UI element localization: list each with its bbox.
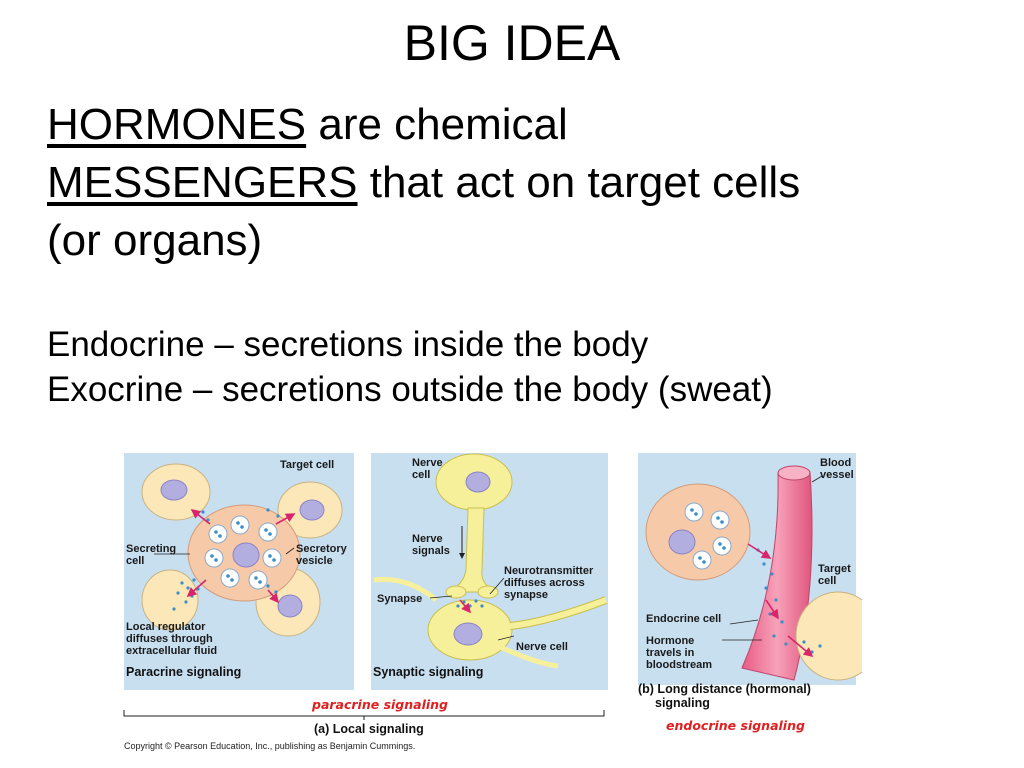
secreting-cell-label-2: cell	[126, 555, 144, 567]
synaptic-caption: Synaptic signaling	[373, 665, 483, 679]
copyright-notice: Copyright © Pearson Education, Inc., pub…	[124, 741, 415, 751]
nucleus-icon	[668, 529, 696, 555]
hormone-travel-arrows	[747, 543, 814, 658]
statement-line-1: HORMONES are chemical	[47, 96, 800, 154]
long-distance-caption-2: signaling	[655, 696, 710, 710]
local-signaling-caption: (a) Local signaling	[314, 722, 424, 736]
local-regulator-label-1: Local regulator	[126, 621, 206, 633]
statement-line-2: MESSENGERS that act on target cells	[47, 154, 800, 212]
target-cell-label-2: cell	[818, 575, 836, 587]
blood-vessel-opening	[777, 465, 811, 481]
hormone-label-1: Hormone	[646, 635, 694, 647]
statement-line-1-rest: are chemical	[306, 100, 568, 149]
nerve-signals-label-2: signals	[412, 545, 450, 557]
nucleus-icon	[277, 594, 303, 618]
leader-lines	[722, 475, 823, 641]
hormone-label-3: bloodstream	[646, 659, 712, 671]
diffusion-arrow	[459, 599, 472, 614]
target-cell-lower-left	[141, 569, 199, 631]
hormone-molecules	[690, 508, 822, 654]
local-regulator-label-3: extracellular fluid	[126, 645, 217, 657]
statement-line-2-rest: that act on target cells	[357, 158, 801, 207]
nerve-cell-bottom-label: Nerve cell	[516, 641, 568, 653]
leader-lines	[154, 547, 295, 555]
nucleus-icon	[453, 622, 483, 646]
cell-signaling-figure: Target cell Secreting cell Secretory ves…	[118, 450, 862, 760]
slide-title: BIG IDEA	[403, 15, 621, 71]
neurotransmitter-label-2: diffuses across	[504, 577, 585, 589]
nucleus-icon	[299, 499, 325, 521]
secretory-vesicle-icon	[262, 548, 282, 568]
local-regulator-label-2: diffuses through	[126, 633, 213, 645]
neurotransmitter-label-1: Neurotransmitter	[504, 565, 594, 577]
statement-line-3: (or organs)	[47, 216, 263, 265]
secretory-vesicle-label-2: vesicle	[296, 555, 333, 567]
secretory-vesicle-icon	[712, 536, 732, 556]
nucleus-icon	[232, 542, 260, 568]
secretory-vesicle-icon	[208, 524, 228, 544]
target-cell	[795, 591, 862, 681]
secreting-cell-label-1: Secreting	[126, 543, 176, 555]
axon-terminal	[477, 585, 499, 599]
endocrine-panel: Blood vessel Target cell Endocrine cell …	[638, 453, 862, 685]
definitions: Endocrine – secretions inside the body E…	[47, 322, 773, 412]
secretory-vesicle-icon	[710, 510, 730, 530]
synapse-label: Synapse	[377, 593, 422, 605]
exocrine-definition: Exocrine – secretions outside the body (…	[47, 370, 773, 409]
secretory-vesicle-icon	[220, 568, 240, 588]
secretory-vesicle-label-1: Secretory	[296, 543, 348, 555]
synaptic-panel: Nerve cell Nerve signals Neurotransmitte…	[371, 453, 608, 690]
dendrite	[373, 576, 438, 602]
leader-lines	[429, 577, 515, 641]
secretory-vesicle-icon	[248, 570, 268, 590]
target-cell-label: Target cell	[280, 459, 334, 471]
secretory-vesicle-icon	[692, 550, 712, 570]
endocrine-cell	[645, 483, 751, 581]
nerve-signals-label-1: Nerve	[412, 533, 443, 545]
secretory-vesicle-icon	[230, 515, 250, 535]
nucleus-icon	[465, 471, 491, 493]
dendrite	[496, 643, 559, 669]
paracrine-signaling-annotation: paracrine signaling	[311, 697, 448, 712]
axon-terminal	[445, 585, 467, 599]
blood-vessel-label-2: vessel	[820, 469, 854, 481]
endocrine-definition: Endocrine – secretions inside the body	[47, 325, 649, 364]
paracrine-caption: Paracrine signaling	[126, 665, 241, 679]
nerve-cell-top-label-2: cell	[412, 469, 430, 481]
long-distance-caption-1: (b) Long distance (hormonal)	[638, 682, 811, 696]
regulator-molecules	[172, 508, 280, 611]
blood-vessel-label-1: Blood	[820, 457, 851, 469]
paracrine-panel: Target cell Secreting cell Secretory ves…	[124, 453, 354, 690]
secretory-vesicle-icon	[204, 548, 224, 568]
nerve-cell-top-label-1: Nerve	[412, 457, 443, 469]
endocrine-signaling-annotation: endocrine signaling	[666, 718, 805, 733]
nucleus-icon	[160, 479, 188, 501]
endocrine-cell-label: Endocrine cell	[646, 613, 721, 625]
secretory-vesicle-icon	[684, 502, 704, 522]
target-cell-label-1: Target	[818, 563, 851, 575]
secretory-vesicle-icon	[258, 522, 278, 542]
hormones-term: HORMONES	[47, 100, 307, 149]
messengers-term: MESSENGERS	[47, 158, 358, 207]
main-statement: HORMONES are chemical MESSENGERS that ac…	[47, 96, 800, 270]
hormone-label-2: travels in	[646, 647, 695, 659]
neurotransmitter-label-3: synapse	[504, 589, 548, 601]
diffusion-arrows	[186, 509, 296, 604]
